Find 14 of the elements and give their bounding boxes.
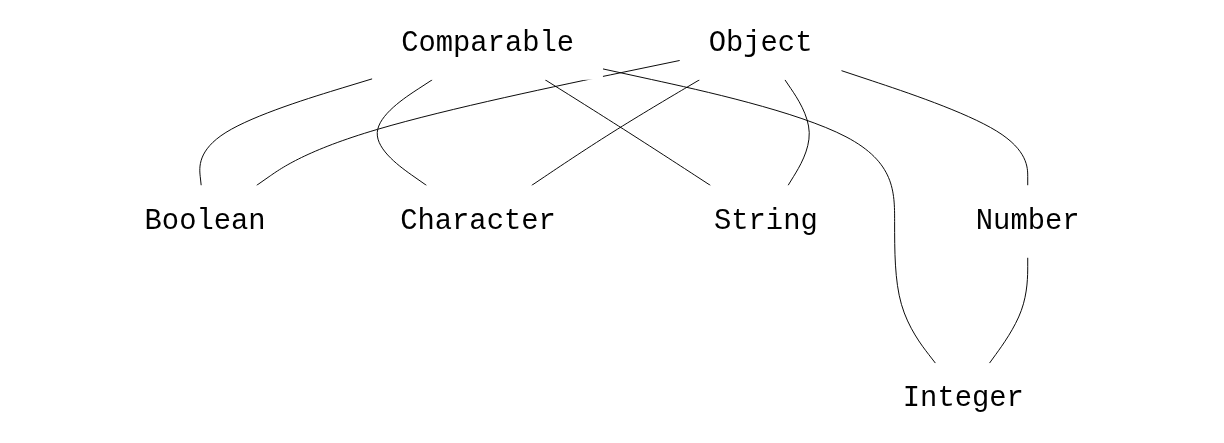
connector <box>988 257 1029 364</box>
connector <box>784 79 810 186</box>
node-text: Number <box>975 204 1080 238</box>
connector <box>840 70 1029 186</box>
node-text: String <box>713 204 818 238</box>
node-text: Comparable <box>401 26 575 60</box>
node-text: Character <box>400 204 556 238</box>
connector <box>376 79 433 186</box>
node-text: Object <box>708 26 813 60</box>
connector <box>602 68 936 364</box>
connector <box>199 78 373 186</box>
node-text: Boolean <box>144 204 266 238</box>
node-text: Integer <box>902 382 1024 416</box>
connector <box>255 60 681 186</box>
